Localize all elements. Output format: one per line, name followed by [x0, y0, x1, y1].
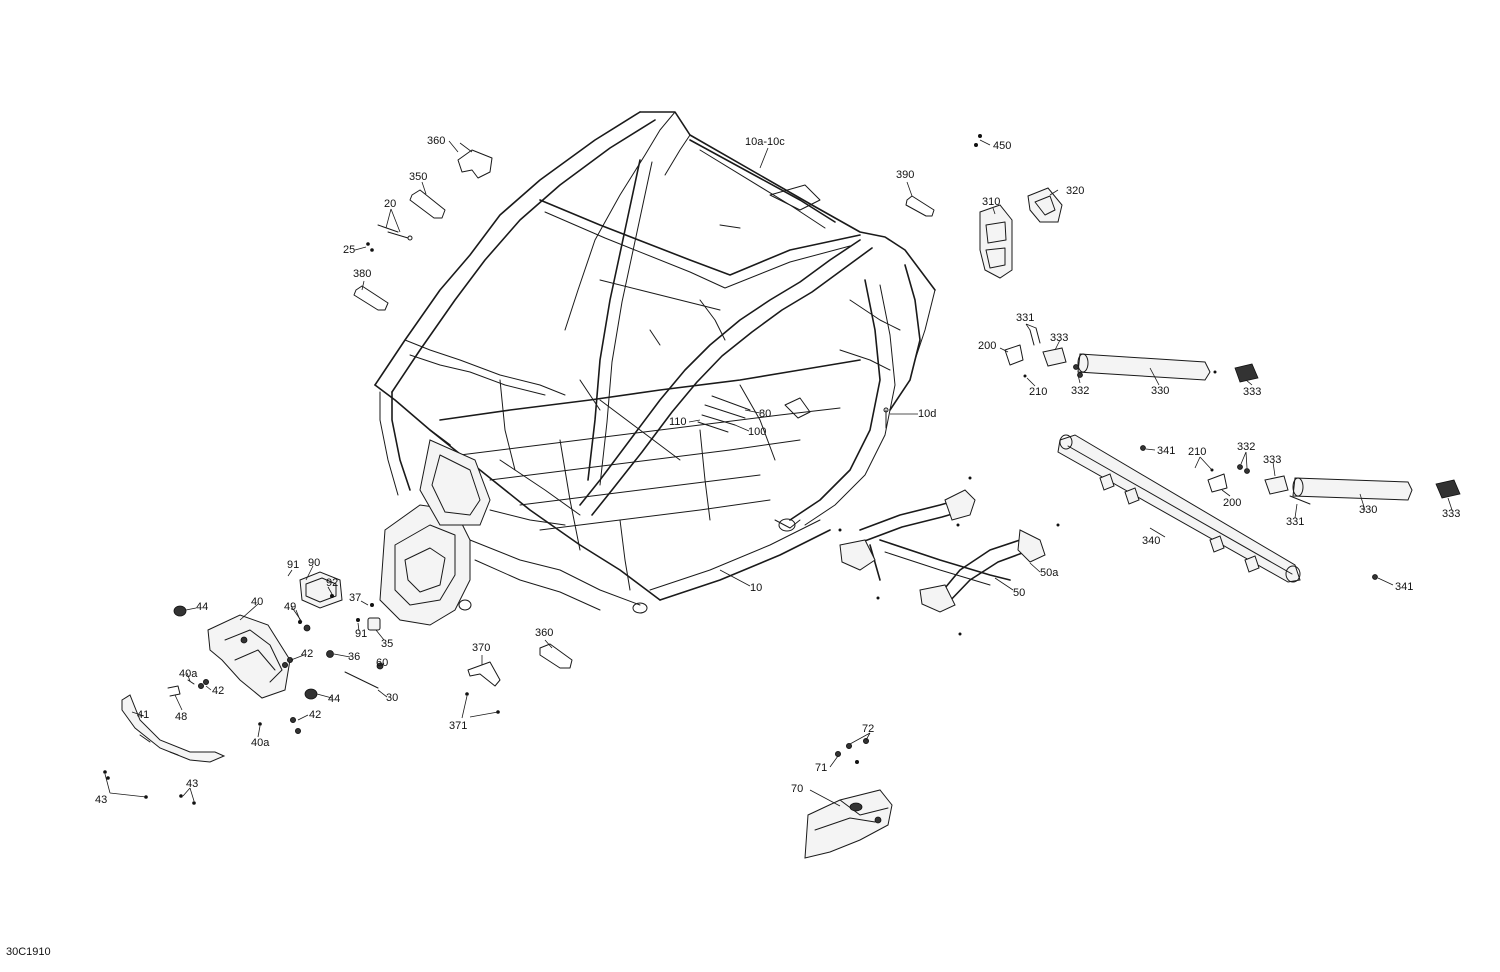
callout-41: 41 — [137, 709, 150, 721]
callout-72: 72 — [862, 723, 875, 735]
callout-370: 370 — [472, 642, 491, 654]
callout-332-lower: 332 — [1237, 441, 1256, 453]
callout-50: 50 — [1013, 587, 1026, 599]
callout-331-upper: 331 — [1016, 312, 1035, 324]
callout-42-lower: 42 — [309, 709, 322, 721]
callout-210-upper: 210 — [1029, 386, 1048, 398]
figure-code: 30C1910 — [6, 946, 51, 958]
center-bottom-parts — [465, 395, 889, 714]
bracket-70 — [804, 738, 893, 859]
callout-341-lower: 341 — [1395, 581, 1414, 593]
callout-25: 25 — [343, 244, 356, 256]
callout-20: 20 — [384, 198, 397, 210]
callout-91-lower: 91 — [355, 628, 368, 640]
callout-350: 350 — [409, 171, 428, 183]
callout-42-middle: 42 — [212, 685, 225, 697]
callout-333-lower-left: 333 — [1263, 454, 1282, 466]
callout-200-upper: 200 — [978, 340, 997, 352]
callout-360-upper: 360 — [427, 135, 446, 147]
callout-35: 35 — [381, 638, 394, 650]
callout-40a-upper: 40a — [179, 668, 198, 680]
callout-310: 310 — [982, 196, 1001, 208]
callout-390: 390 — [896, 169, 915, 181]
callout-332-upper: 332 — [1071, 385, 1090, 397]
callout-60: 60 — [376, 657, 389, 669]
callout-36: 36 — [348, 651, 361, 663]
callout-91-upper: 91 — [287, 559, 300, 571]
front-bumper-parts — [103, 571, 384, 805]
callout-330-lower: 330 — [1359, 504, 1378, 516]
callout-43-left: 43 — [95, 794, 108, 806]
callout-43-right: 43 — [186, 778, 199, 790]
callout-30: 30 — [386, 692, 399, 704]
callout-333-upper-left: 333 — [1050, 332, 1069, 344]
callout-10a-10c: 10a-10c — [745, 136, 785, 148]
callout-380: 380 — [353, 268, 372, 280]
main-frame — [374, 111, 936, 626]
callout-44-upper: 44 — [196, 601, 209, 613]
callout-450: 450 — [993, 140, 1012, 152]
callout-40: 40 — [251, 596, 264, 608]
callout-71: 71 — [815, 762, 828, 774]
callout-50a: 50a — [1040, 567, 1059, 579]
callout-90: 90 — [308, 557, 321, 569]
callout-92: 92 — [326, 577, 339, 589]
callout-80: 80 — [759, 408, 772, 420]
callout-48: 48 — [175, 711, 188, 723]
callout-331-lower: 331 — [1286, 516, 1305, 528]
callout-49: 49 — [284, 601, 297, 613]
left-brackets — [353, 149, 935, 311]
callout-44-lower: 44 — [328, 693, 341, 705]
leader-lines — [104, 139, 1453, 807]
callout-10: 10 — [750, 582, 763, 594]
callout-110: 110 — [669, 416, 687, 428]
callout-333-lower-right: 333 — [1442, 508, 1461, 520]
callout-333-upper-right: 333 — [1243, 386, 1262, 398]
callout-341-upper: 341 — [1157, 445, 1176, 457]
callout-42-upper: 42 — [301, 648, 314, 660]
callout-360-lower: 360 — [535, 627, 554, 639]
callout-320: 320 — [1066, 185, 1085, 197]
rear-subframe — [838, 476, 1060, 636]
callout-330-upper: 330 — [1151, 385, 1170, 397]
callout-40a-lower: 40a — [251, 737, 270, 749]
callout-340: 340 — [1142, 535, 1161, 547]
callout-10d: 10d — [918, 408, 937, 420]
callout-200-lower: 200 — [1223, 497, 1242, 509]
callout-100: 100 — [748, 426, 767, 438]
callout-210-lower: 210 — [1188, 446, 1207, 458]
callout-371: 371 — [449, 720, 468, 732]
callout-70: 70 — [791, 783, 804, 795]
callout-37: 37 — [349, 592, 362, 604]
right-parts — [974, 134, 1461, 583]
